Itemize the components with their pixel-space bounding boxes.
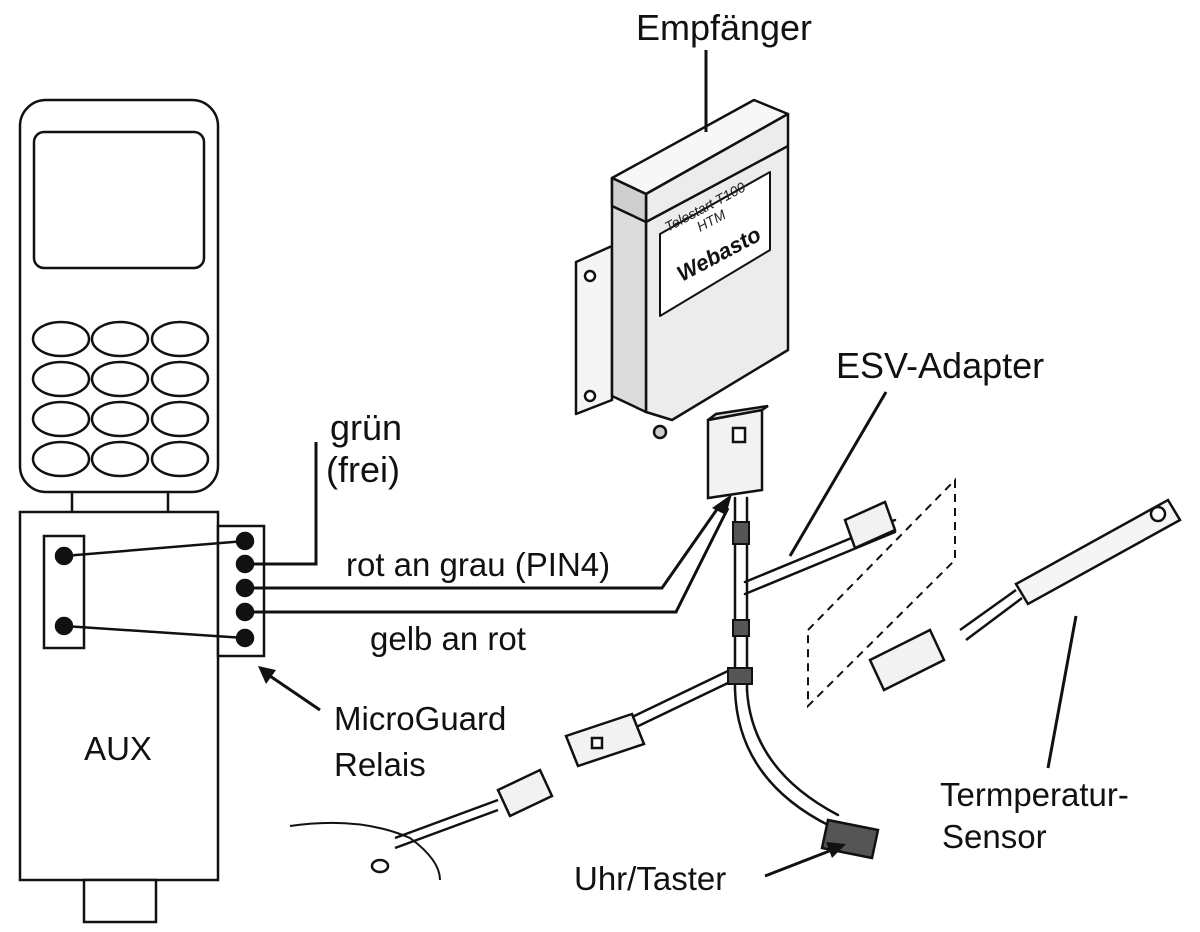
- label-esv-adapter: ESV-Adapter: [836, 345, 1044, 386]
- temperature-sensor: [868, 498, 1182, 692]
- wire-red-to-grey: [245, 504, 722, 590]
- label-red-to-grey: rot an grau (PIN4): [346, 546, 610, 583]
- receiver-connector: [706, 404, 769, 500]
- esv-connector: [843, 500, 897, 550]
- wire-arrowhead: [712, 494, 732, 515]
- harness-left-plug: [564, 712, 646, 768]
- label-yellow-to-red: gelb an rot: [370, 620, 526, 657]
- label-temp-sensor-1: Termperatur-: [940, 776, 1129, 813]
- wire-green-free: [245, 442, 318, 566]
- label-receiver: Empfänger: [636, 7, 812, 48]
- clock-arrowhead: [826, 842, 846, 858]
- label-temp-sensor-2: Sensor: [942, 818, 1047, 855]
- handset: [18, 98, 220, 512]
- loose-cable: [289, 768, 554, 881]
- internal-wires: [63, 539, 246, 640]
- receiver-unit: [574, 98, 790, 440]
- signal-wires: [245, 442, 730, 614]
- label-clock-button: Uhr/Taster: [574, 860, 726, 897]
- esv-dashed-outline: [807, 477, 956, 709]
- microguard-arrowhead: [258, 666, 276, 684]
- wire-yellow-to-red: [245, 507, 730, 614]
- handset-display: [32, 130, 206, 270]
- clock-pointer: [764, 848, 833, 878]
- esv-pointer: [788, 391, 888, 557]
- label-aux: AUX: [84, 730, 152, 767]
- harness: [628, 496, 897, 828]
- harness-sleeves: [727, 521, 753, 685]
- label-microguard: MicroGuard: [334, 700, 506, 737]
- sensor-pointer: [1046, 615, 1078, 769]
- annotation-pointers: [269, 391, 1078, 878]
- handset-keypad: [31, 320, 210, 478]
- aux-module: [18, 510, 220, 924]
- label-relay: Relais: [334, 746, 426, 783]
- label-free: (frei): [326, 449, 400, 490]
- microguard-pointer: [269, 674, 321, 712]
- label-green: grün: [330, 407, 402, 448]
- receiver-mounting-bracket: [574, 244, 614, 416]
- aux-plug: [82, 878, 158, 924]
